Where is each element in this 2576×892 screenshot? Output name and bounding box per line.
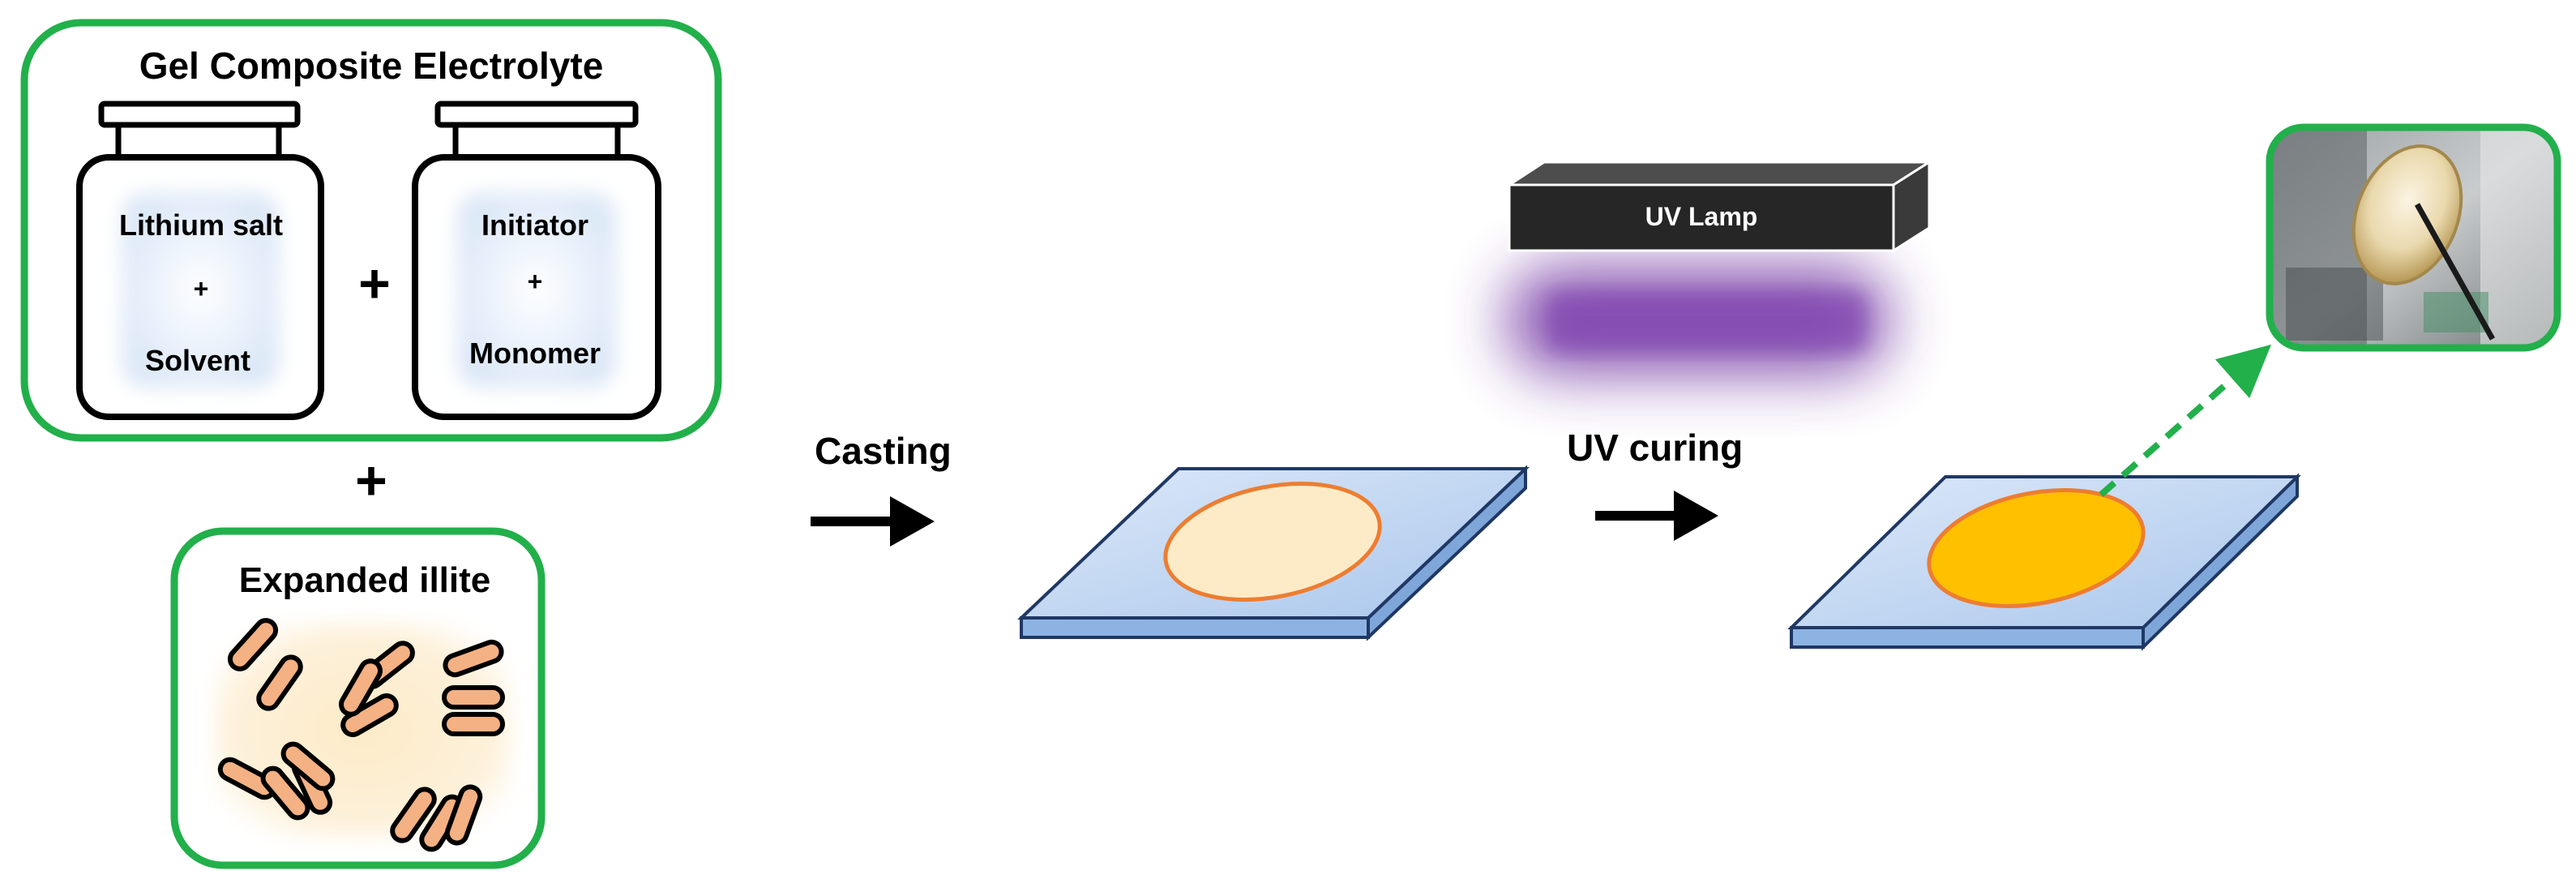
- illite-group: Expanded illite: [170, 527, 546, 869]
- plus-below: +: [355, 450, 387, 512]
- jar-right-line1: Initiator: [481, 208, 588, 242]
- illite-rod: [280, 741, 336, 791]
- arrow-casting-icon: [811, 496, 935, 547]
- step-uv-curing: UV curing: [1567, 427, 1743, 469]
- arrow-uv-curing-icon: [1595, 491, 1718, 541]
- electrolyte-title: Gel Composite Electrolyte: [139, 45, 604, 87]
- jar-left-line1: Lithium salt: [119, 208, 283, 242]
- uv-lamp-body: [1508, 183, 1895, 252]
- illite-rod: [260, 765, 310, 821]
- illite-rod: [444, 784, 483, 846]
- step-casting: Casting: [815, 430, 952, 472]
- illite-rod: [442, 685, 505, 710]
- substrate-casting: [1016, 465, 1530, 641]
- plus-between-jars: +: [358, 253, 391, 315]
- jar-right-plus: +: [528, 267, 543, 296]
- illite-rod: [339, 658, 383, 717]
- jar-right-icon: [412, 101, 661, 420]
- wet-film: [1163, 482, 1382, 602]
- uv-lamp: UV Lamp: [1504, 160, 1934, 373]
- uv-lamp-top: [1504, 161, 1934, 187]
- jar-left-plus: +: [194, 274, 209, 303]
- jar-left-line2: Solvent: [145, 344, 250, 377]
- uv-lamp-label: UV Lamp: [1645, 202, 1758, 231]
- photo-frame: [2266, 123, 2561, 352]
- illite-rod: [443, 639, 504, 678]
- film-disc: [2351, 144, 2463, 285]
- cured-film: [1927, 488, 2146, 608]
- illite-rod: [256, 654, 303, 711]
- jar-right-line2: Monomer: [469, 337, 601, 370]
- substrate-cured: [1787, 473, 2301, 651]
- illite-title: Expanded illite: [239, 560, 491, 600]
- illite-rod: [227, 618, 279, 671]
- illite-rod: [390, 787, 437, 843]
- tweezer-icon: [2414, 203, 2496, 341]
- film-photo: [2266, 123, 2561, 352]
- jar-left-icon: [76, 101, 324, 420]
- photo-pointer-arrow: [2099, 344, 2272, 498]
- illite-rod: [340, 693, 399, 737]
- illite-rod: [442, 712, 505, 736]
- electrolyte-group: Gel Composite Electrolyte Lithium salt +…: [20, 19, 722, 442]
- illite-particles-icon: [217, 618, 505, 852]
